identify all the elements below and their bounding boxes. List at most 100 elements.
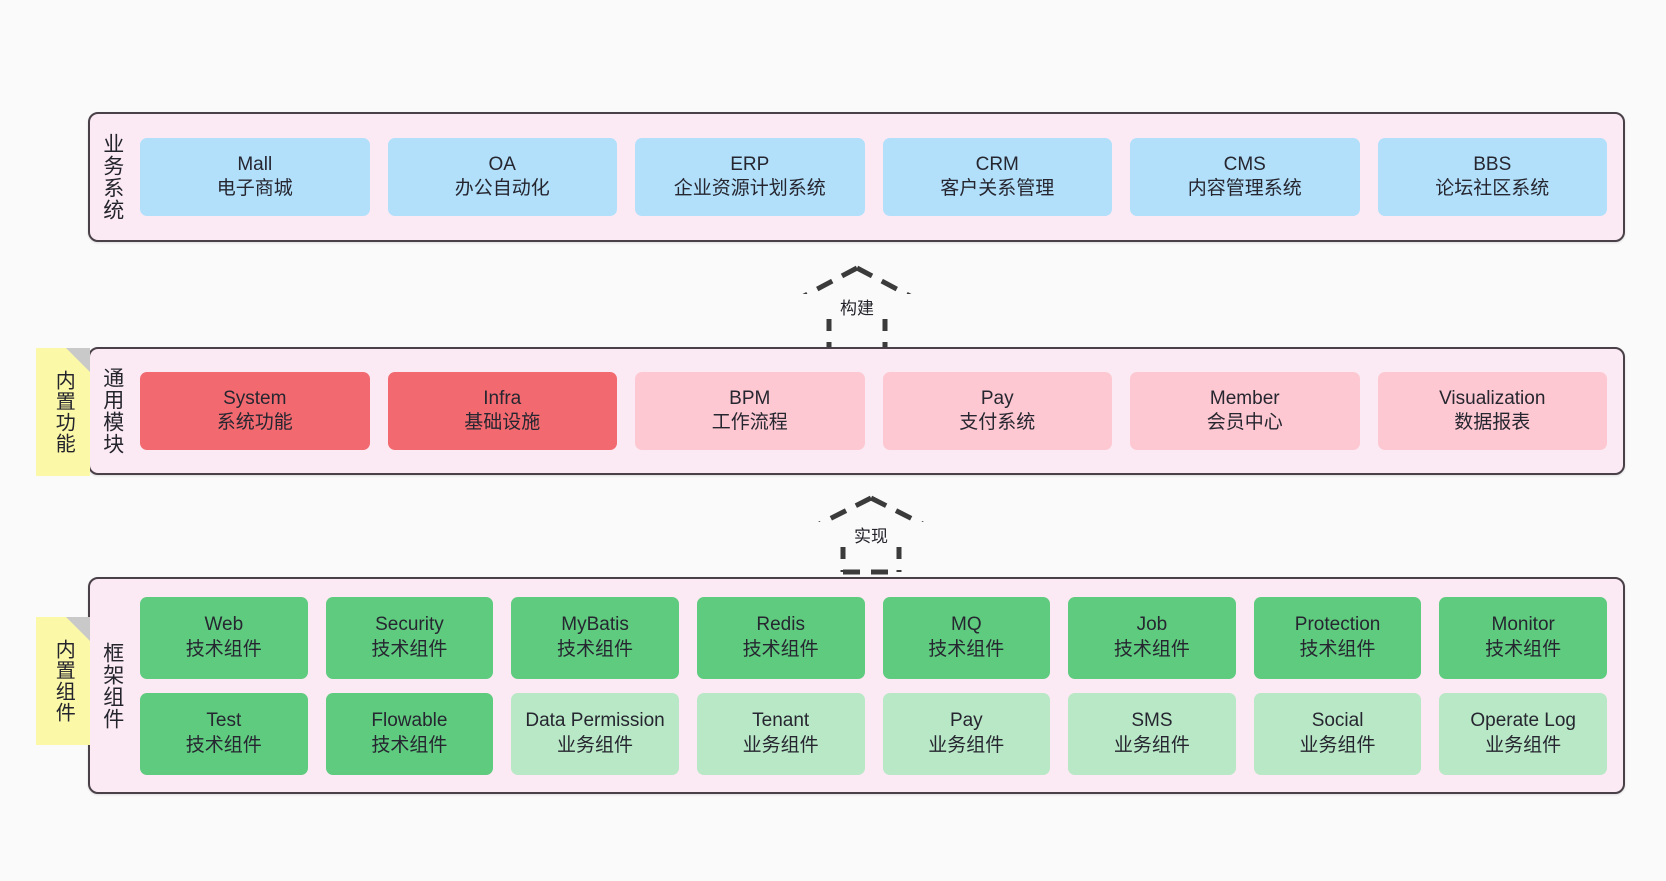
business-card-oa[interactable]: OA 办公自动化 [387, 138, 617, 216]
module-description: 技术组件 [1299, 638, 1376, 660]
module-description: 数据报表 [1454, 412, 1531, 433]
module-description: 技术组件 [371, 734, 448, 756]
common-card-pay[interactable]: Pay 支付系统 [882, 372, 1112, 450]
band-framework-component-label: 框架组件 [100, 641, 124, 730]
common-card-bpm[interactable]: BPM 工作流程 [635, 372, 865, 450]
common-card-system[interactable]: System 系统功能 [140, 372, 370, 450]
band-common-module: 通用模块 System 系统功能 Infra 基础设施 BPM 工作流程 Pay 支付系统 Me… [88, 347, 1625, 475]
module-name: Pay [980, 387, 1014, 409]
module-description: 技术组件 [742, 638, 819, 660]
module-description: 技术组件 [371, 638, 448, 660]
module-name: Social [1311, 710, 1364, 732]
module-name: Tenant [752, 710, 810, 732]
module-name: OA [488, 153, 516, 175]
module-name: BBS [1473, 153, 1512, 175]
module-name: MyBatis [561, 614, 629, 636]
module-description: 企业资源计划系统 [673, 178, 826, 199]
module-name: BPM [729, 387, 771, 409]
module-description: 业务组件 [928, 734, 1005, 756]
module-name: Member [1209, 387, 1280, 409]
band-common-module-label: 通用模块 [100, 367, 124, 455]
implement-relation-label: 实现 [772, 522, 970, 547]
module-description: 客户关系管理 [940, 178, 1055, 199]
business-card-crm[interactable]: CRM 客户关系管理 [882, 138, 1112, 216]
common-module-row: System 系统功能 Infra 基础设施 BPM 工作流程 Pay 支付系统 Member 会… [140, 372, 1607, 450]
module-name: Operate Log [1470, 710, 1576, 732]
module-name: Data Permission [525, 710, 665, 732]
module-name: ERP [730, 153, 770, 175]
band-business-system-label: 业务系统 [100, 133, 124, 221]
module-name: CRM [975, 153, 1019, 175]
module-description: 技术组件 [1113, 638, 1190, 660]
module-description: 会员中心 [1206, 412, 1283, 433]
module-name: Job [1136, 614, 1168, 636]
module-name: Visualization [1439, 387, 1546, 409]
module-description: 业务组件 [1299, 734, 1376, 756]
common-card-visualization[interactable]: Visualization 数据报表 [1377, 372, 1607, 450]
business-card-bbs[interactable]: BBS 论坛社区系统 [1377, 138, 1607, 216]
module-description: 基础设施 [464, 412, 541, 433]
build-relation-arrow: 构建 [758, 262, 956, 355]
module-name: Flowable [371, 710, 448, 732]
module-description: 技术组件 [557, 638, 634, 660]
common-card-member[interactable]: Member 会员中心 [1130, 372, 1360, 450]
sticky-note-builtin-function: 内置功能 [36, 348, 90, 476]
module-name: Infra [483, 387, 522, 409]
sticky-note-builtin-function-label: 内置功能 [52, 370, 75, 454]
module-description: 业务组件 [557, 734, 634, 756]
business-card-erp[interactable]: ERP 企业资源计划系统 [635, 138, 865, 216]
module-name: Test [206, 710, 242, 732]
common-card-infra[interactable]: Infra 基础设施 [387, 372, 617, 450]
module-name: CMS [1223, 153, 1266, 175]
module-name: Redis [756, 614, 805, 636]
build-relation-label: 构建 [758, 294, 956, 319]
module-name: Web [204, 614, 244, 636]
module-name: SMS [1131, 710, 1173, 732]
module-name: System [223, 387, 287, 409]
module-name: Security [375, 614, 444, 636]
module-description: 技术组件 [1485, 638, 1562, 660]
band-common-module-body: System 系统功能 Infra 基础设施 BPM 工作流程 Pay 支付系统 Member 会… [134, 349, 1623, 473]
module-description: 技术组件 [185, 734, 262, 756]
module-description: 技术组件 [185, 638, 262, 660]
module-description: 工作流程 [711, 412, 788, 433]
implement-relation-arrow: 实现 [772, 492, 970, 575]
module-name: MQ [951, 614, 982, 636]
module-description: 技术组件 [928, 638, 1005, 660]
sticky-note-builtin-component-label: 内置组件 [52, 639, 75, 723]
module-description: 论坛社区系统 [1435, 178, 1550, 199]
module-description: 业务组件 [1485, 734, 1562, 756]
module-description: 业务组件 [1113, 734, 1190, 756]
module-description: 支付系统 [959, 412, 1036, 433]
module-description: 业务组件 [742, 734, 819, 756]
module-description: 办公自动化 [454, 178, 550, 199]
module-name: Mall [237, 153, 273, 175]
sticky-note-builtin-component: 内置组件 [36, 617, 90, 745]
module-description: 系统功能 [216, 412, 293, 433]
